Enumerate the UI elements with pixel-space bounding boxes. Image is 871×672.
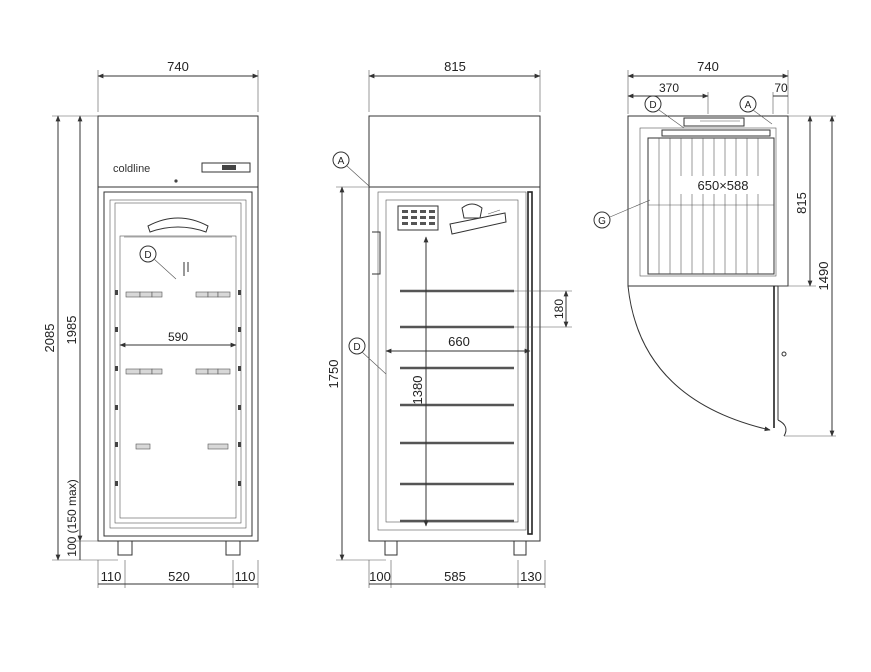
top-left-segment-label: 370 [659,81,679,95]
side-leg-right [513,540,527,556]
evaporator-unit [397,205,439,231]
top-callout-a-text: A [745,100,752,111]
side-door-edge [527,191,533,535]
side-bottom-left-label: 100 [369,569,391,584]
front-callout-d [139,245,157,263]
door-swing-arc [627,285,771,432]
front-leg-left [117,540,133,556]
side-view: 815 660 [326,59,572,588]
side-fan [449,212,507,235]
top-cabinet [627,115,789,287]
front-cabinet [97,115,259,542]
front-width-label: 740 [167,59,189,74]
side-callout-d-text: D [353,342,360,353]
evaporator-fan [147,217,209,233]
top-depth-label: 815 [794,192,809,214]
front-total-height-label: 2085 [42,324,57,353]
front-legs-label: 100 (150 max) [65,479,79,556]
side-inner-height-label: 1380 [410,376,425,405]
top-callout-d [644,95,662,113]
front-view: 740 coldline D [42,59,259,588]
top-callout-d-text: D [649,100,656,111]
front-shelf-supports [115,290,241,486]
side-handle [372,231,381,275]
control-panel [201,162,251,173]
side-leg-left [384,540,398,556]
front-bottom-right-label: 110 [235,569,256,584]
side-bottom-center-label: 585 [444,569,466,584]
front-leg-right [225,540,241,556]
front-inner-width-label: 590 [168,330,188,344]
side-cabinet [368,115,541,542]
side-height-label: 1750 [326,360,341,389]
front-callout-d-text: D [144,250,151,261]
side-shelf-gap-label: 180 [552,299,566,319]
front-bottom-left-label: 110 [101,569,122,584]
top-callout-g [593,211,611,229]
front-body-height-label: 1985 [64,316,79,345]
front-bottom-center-label: 520 [168,569,190,584]
side-depth-label: 660 [448,334,470,349]
side-callout-d [348,337,366,355]
top-right-segment-label: 70 [774,81,788,95]
top-callout-a [739,95,757,113]
side-bottom-right-label: 130 [520,569,542,584]
top-view: 740 370 70 650×588 [593,59,836,437]
side-callout-a [332,151,350,169]
side-width-label: 815 [444,59,466,74]
brand-logo: coldline [113,163,150,175]
side-callout-a-text: A [338,156,345,167]
top-grid-label: 650×588 [698,178,749,193]
side-shelves [400,289,514,523]
top-shelf-grid [647,137,775,275]
top-door-open-label: 1490 [816,262,831,291]
top-width-label: 740 [697,59,719,74]
top-callout-g-text: G [598,216,606,227]
